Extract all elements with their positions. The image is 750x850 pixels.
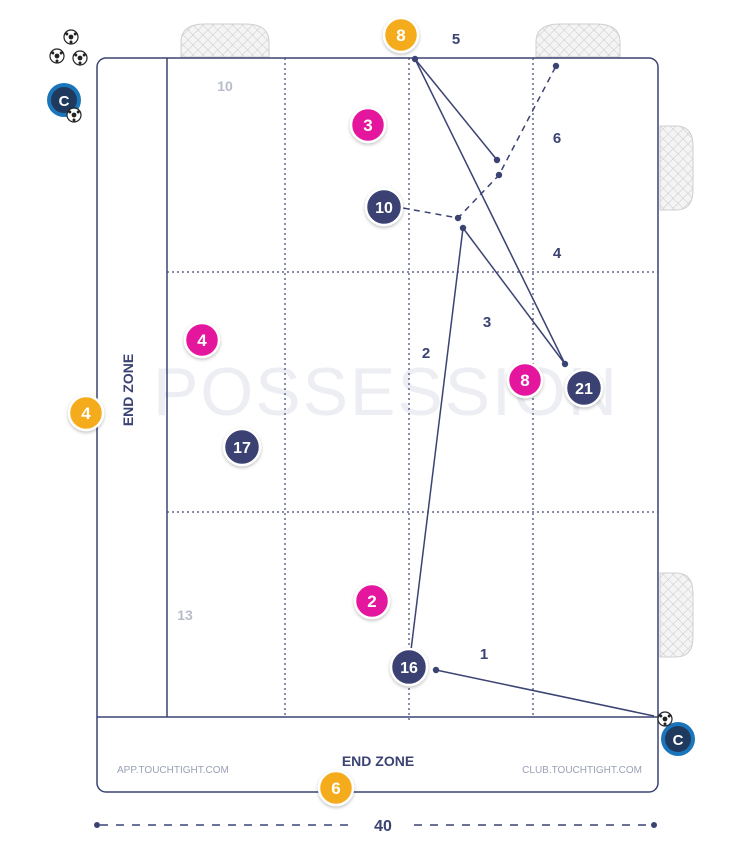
player-pink[interactable]: 3 xyxy=(349,106,387,144)
svg-text:2: 2 xyxy=(367,592,376,611)
footer-right-url: CLUB.TOUCHTIGHT.COM xyxy=(522,765,642,776)
ball-group-top-left xyxy=(49,29,88,123)
player-pink[interactable]: 8 xyxy=(506,361,544,399)
soccer-ball-icon xyxy=(66,107,82,123)
goal-net-icon xyxy=(659,572,694,658)
pass-line xyxy=(414,58,566,365)
svg-text:C: C xyxy=(673,732,684,749)
soccer-ball-icon xyxy=(657,711,673,727)
svg-text:17: 17 xyxy=(233,440,251,457)
run-line xyxy=(402,65,557,219)
svg-text:21: 21 xyxy=(575,381,593,398)
end-zone-bottom-label: END ZONE xyxy=(342,753,414,769)
player-pink[interactable]: 4 xyxy=(183,321,221,359)
grid-label-left: 13 xyxy=(177,607,193,623)
player-navy[interactable]: 16 xyxy=(389,647,429,687)
soccer-ball-icon xyxy=(49,48,65,64)
pass-number: 6 xyxy=(553,130,561,147)
width-measure-label: 40 xyxy=(374,818,392,835)
pass-number: 2 xyxy=(422,345,430,362)
goal-right-upper xyxy=(659,125,694,211)
soccer-ball-icon xyxy=(63,29,79,45)
svg-text:16: 16 xyxy=(400,660,418,677)
grid-label-top: 10 xyxy=(217,78,233,94)
player-pink[interactable]: 2 xyxy=(353,582,391,620)
pass-sequence-labels: 1 2 3 4 5 6 xyxy=(422,31,562,663)
width-measure: 40 xyxy=(94,818,657,835)
grid-lines xyxy=(167,58,658,722)
svg-text:8: 8 xyxy=(520,371,529,390)
team-pink: 3 4 8 2 xyxy=(183,106,544,620)
soccer-ball-icon xyxy=(72,50,88,66)
goal-net-icon xyxy=(659,125,694,211)
svg-text:4: 4 xyxy=(197,331,207,350)
goal-top-right xyxy=(535,23,621,58)
goal-net-icon xyxy=(535,23,621,58)
pass-number: 3 xyxy=(483,314,491,331)
line-endpoints xyxy=(411,55,569,674)
pass-line xyxy=(435,669,655,717)
goal-net-icon xyxy=(180,23,270,58)
count-badge-top: 8 xyxy=(382,16,420,54)
movement-lines xyxy=(402,58,655,717)
count-badge-bottom: 6 xyxy=(317,769,355,807)
coach-bottom-right[interactable]: C xyxy=(661,722,695,756)
team-navy: 10 21 17 16 xyxy=(222,187,604,687)
goal-top-left xyxy=(180,23,270,58)
svg-text:3: 3 xyxy=(363,116,372,135)
watermark: POSSESSION xyxy=(153,354,619,430)
player-navy[interactable]: 17 xyxy=(222,427,262,467)
pass-number: 1 xyxy=(480,646,488,663)
pass-number: 4 xyxy=(553,245,562,262)
pass-line xyxy=(410,227,464,651)
svg-text:6: 6 xyxy=(331,779,340,798)
pass-number: 5 xyxy=(452,31,460,48)
goal-right-lower xyxy=(659,572,694,658)
count-badge-left: 4 xyxy=(67,394,105,432)
svg-text:4: 4 xyxy=(81,404,91,423)
side-counts: 8 4 6 xyxy=(67,16,420,807)
svg-text:10: 10 xyxy=(375,200,393,217)
svg-text:8: 8 xyxy=(396,26,405,45)
pass-line xyxy=(414,58,498,161)
ball-bottom-right xyxy=(657,711,673,727)
svg-text:C: C xyxy=(59,93,70,110)
footer-left-url: APP.TOUCHTIGHT.COM xyxy=(117,765,229,776)
end-zone-left-label: END ZONE xyxy=(120,354,136,426)
pass-line xyxy=(462,227,566,365)
player-navy[interactable]: 10 xyxy=(364,187,404,227)
player-navy[interactable]: 21 xyxy=(564,368,604,408)
